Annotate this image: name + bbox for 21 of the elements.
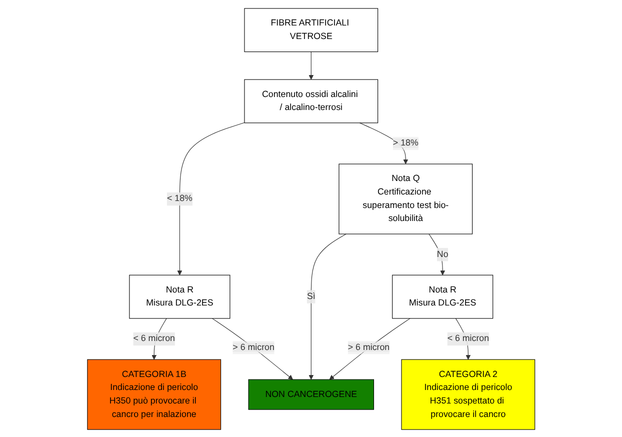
edge-label: < 18%: [166, 193, 192, 203]
node-box: Nota Q Certificazione superamento test bio-solubilità: [338, 163, 472, 234]
edge-label: > 6 micron: [232, 342, 274, 352]
node-box: CATEGORIA 1B Indicazione di pericolo H350 può provocare il cancro per inalazione: [87, 358, 221, 430]
arrow: [177, 122, 245, 275]
edge-label: > 18%: [392, 138, 418, 148]
arrow: [329, 318, 410, 380]
edge-label: < 6 micron: [447, 333, 489, 343]
node-box: Contenuto ossidi alcalini / alcalino-terrosi: [244, 78, 378, 123]
node-box: Nota R Misura DLG-2ES: [392, 274, 493, 318]
arrow: [212, 318, 293, 380]
node-box: CATEGORIA 2 Indicazione di pericolo H351 sospettato di provocare il cancro: [401, 358, 535, 430]
node-box: FIBRE ARTIFICIALI VETROSE: [244, 8, 378, 52]
edge-label: Sì: [306, 291, 316, 301]
node-box: NON CANCEROGENE: [248, 378, 374, 410]
edge-label: > 6 micron: [348, 342, 390, 352]
edge-label: < 6 micron: [133, 333, 175, 343]
node-box: Nota R Misura DLG-2ES: [129, 274, 230, 318]
arrow: [308, 51, 314, 80]
edge-label: No: [436, 249, 448, 258]
arrow: [308, 233, 346, 380]
